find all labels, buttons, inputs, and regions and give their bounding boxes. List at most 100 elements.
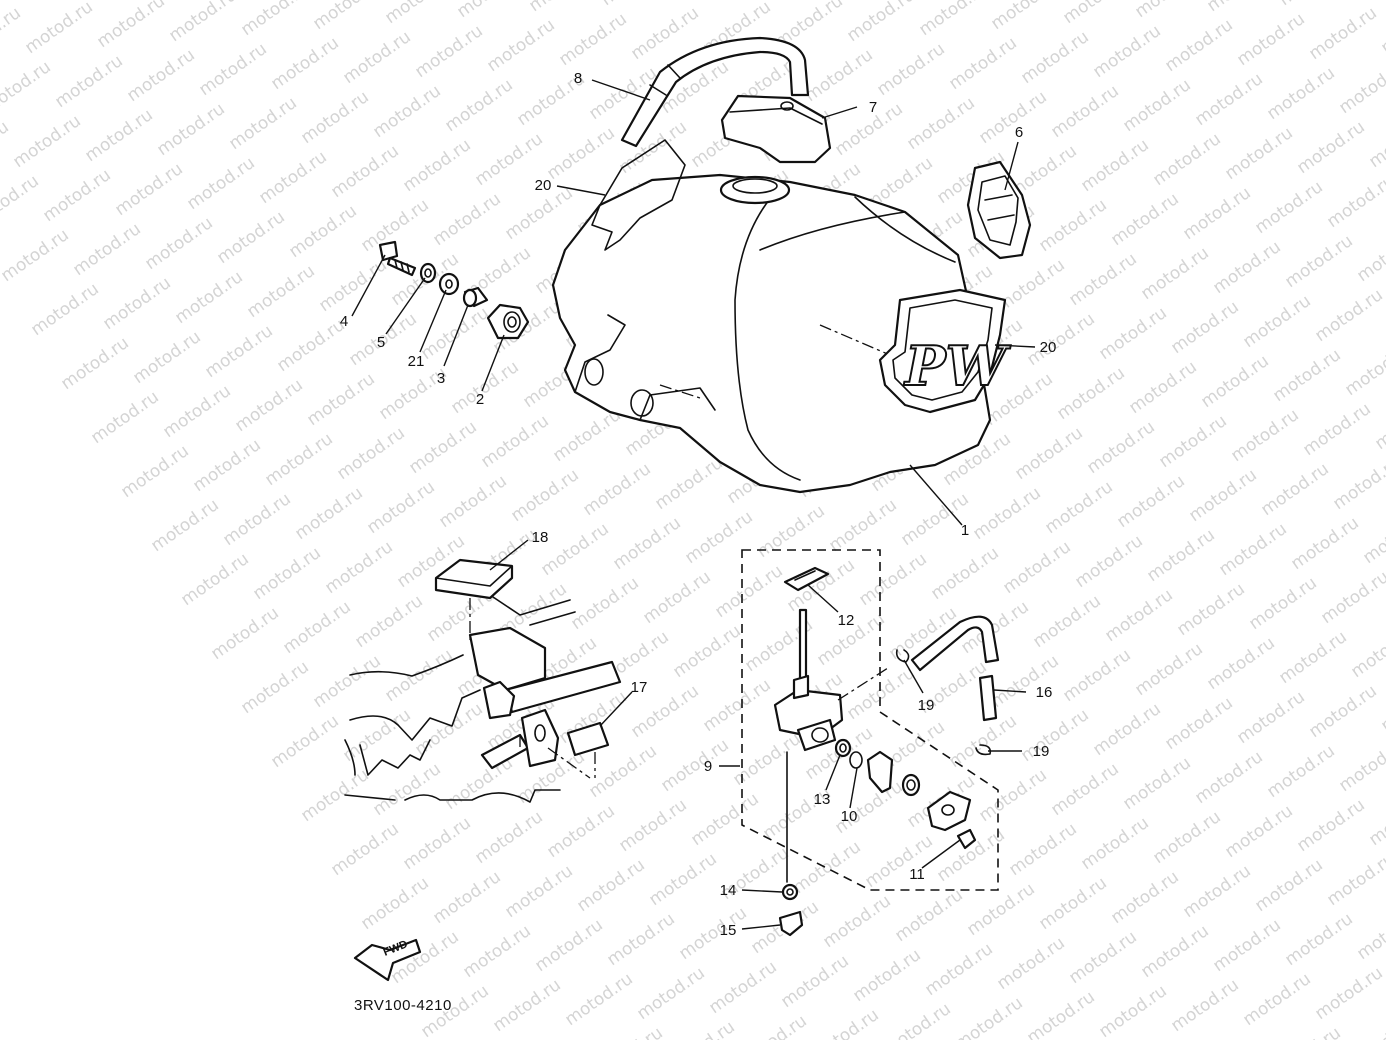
watermark-text: motod.ru <box>807 1005 882 1040</box>
watermark-text: motod.ru <box>327 819 402 880</box>
callout-8: 8 <box>574 70 582 87</box>
watermark-text: motod.ru <box>1245 573 1320 634</box>
fuel-cap <box>720 94 832 164</box>
watermark-text: motod.ru <box>729 729 804 790</box>
callout-1: 1 <box>961 522 969 539</box>
watermark-text: motod.ru <box>0 3 25 64</box>
watermark-text: motod.ru <box>711 561 786 622</box>
watermark-text: motod.ru <box>753 501 828 562</box>
watermark-text: motod.ru <box>1359 507 1386 568</box>
watermark-text: motod.ru <box>297 765 372 826</box>
watermark-text: motod.ru <box>39 165 114 226</box>
watermark-text: motod.ru <box>249 543 324 604</box>
callout-2: 2 <box>476 391 484 408</box>
callout-9: 9 <box>704 758 712 775</box>
fuel-cock-assembly <box>741 549 999 937</box>
watermark-text: motod.ru <box>921 939 996 1000</box>
watermark-text: motod.ru <box>579 459 654 520</box>
watermark-text: motod.ru <box>1191 747 1266 808</box>
watermark-text: motod.ru <box>1323 849 1386 910</box>
watermark-text: motod.ru <box>147 495 222 556</box>
watermark-text: motod.ru <box>1305 3 1380 64</box>
watermark-text: motod.ru <box>99 273 174 334</box>
watermark-text: motod.ru <box>441 75 516 136</box>
watermark-text: motod.ru <box>0 57 55 118</box>
watermark-text: motod.ru <box>9 111 84 172</box>
watermark-text: motod.ru <box>561 969 636 1030</box>
watermark-text: motod.ru <box>1041 477 1116 538</box>
watermark-text: motod.ru <box>531 915 606 976</box>
watermark-text: motod.ru <box>435 471 510 532</box>
callout-17: 17 <box>631 679 648 696</box>
callout-18: 18 <box>532 529 549 546</box>
watermark-text: motod.ru <box>129 327 204 388</box>
watermark-text: motod.ru <box>1143 525 1218 586</box>
watermark-text: motod.ru <box>0 0 67 4</box>
callout-20-upper: 20 <box>535 177 552 194</box>
watermark-text: motod.ru <box>1023 309 1098 370</box>
watermark-text: motod.ru <box>855 549 930 610</box>
watermark-text: motod.ru <box>0 171 43 232</box>
watermark-text: motod.ru <box>1149 807 1224 868</box>
watermark-text: motod.ru <box>339 705 414 766</box>
watermark-text: motod.ru <box>597 0 672 10</box>
watermark-text: motod.ru <box>1239 969 1314 1030</box>
watermark-text: motod.ru <box>1161 15 1236 76</box>
watermark-text: motod.ru <box>441 753 516 814</box>
watermark-text: motod.ru <box>195 39 270 100</box>
watermark-text: motod.ru <box>1275 627 1350 688</box>
watermark-text: motod.ru <box>975 87 1050 148</box>
watermark-text: motod.ru <box>1341 1017 1386 1040</box>
watermark-text: motod.ru <box>1281 909 1356 970</box>
watermark-text: motod.ru <box>57 333 132 394</box>
watermark-text: motod.ru <box>639 567 714 628</box>
watermark-text: motod.ru <box>1119 75 1194 136</box>
watermark-text: motod.ru <box>681 507 756 568</box>
watermark-text: motod.ru <box>1287 513 1362 574</box>
callout-7: 7 <box>869 99 877 116</box>
watermark-text: motod.ru <box>555 9 630 70</box>
watermark-text: motod.ru <box>1215 519 1290 580</box>
watermark-text: motod.ru <box>123 45 198 106</box>
watermark-text: motod.ru <box>309 651 384 712</box>
watermark-text: motod.ru <box>267 33 342 94</box>
watermark-text: motod.ru <box>321 537 396 598</box>
watermark-text: motod.ru <box>201 321 276 382</box>
watermark-text: motod.ru <box>225 93 300 154</box>
watermark-text: motod.ru <box>303 369 378 430</box>
watermark-text: motod.ru <box>429 867 504 928</box>
watermark-text: motod.ru <box>333 423 408 484</box>
watermark-text: motod.ru <box>447 357 522 418</box>
watermark-text: motod.ru <box>567 573 642 634</box>
watermark-text: motod.ru <box>1305 681 1380 742</box>
watermark-text: motod.ru <box>1227 405 1302 466</box>
watermark-text: motod.ru <box>483 15 558 76</box>
watermark-text: motod.ru <box>1089 21 1164 82</box>
watermark-text: motod.ru <box>1095 303 1170 364</box>
watermark-text: motod.ru <box>633 963 708 1024</box>
callout-11: 11 <box>909 866 925 883</box>
watermark-text: motod.ru <box>651 453 726 514</box>
watermark-text: motod.ru <box>297 87 372 148</box>
callouts: 1 2 3 4 5 6 7 8 9 10 11 12 13 14 15 16 1… <box>340 70 1057 939</box>
watermark-text: motod.ru <box>291 483 366 544</box>
watermark-text: motod.ru <box>369 81 444 142</box>
watermark-text: motod.ru <box>1185 465 1260 526</box>
watermark-text: motod.ru <box>1209 915 1284 976</box>
watermark-text: motod.ru <box>165 0 240 46</box>
watermark-text: motod.ru <box>1203 0 1278 16</box>
watermark-text: motod.ru <box>27 279 102 340</box>
watermark-text: motod.ru <box>819 891 894 952</box>
watermark-text: motod.ru <box>213 207 288 268</box>
watermark-text: motod.ru <box>699 675 774 736</box>
watermark-text: motod.ru <box>309 0 384 34</box>
watermark-text: motod.ru <box>477 411 552 472</box>
watermark-text: motod.ru <box>1197 351 1272 412</box>
watermark-text: motod.ru <box>609 513 684 574</box>
watermark-text: motod.ru <box>339 27 414 88</box>
watermark-text: motod.ru <box>1233 687 1308 748</box>
watermark-text: motod.ru <box>183 153 258 214</box>
watermark-text: motod.ru <box>69 219 144 280</box>
watermark-text: motod.ru <box>963 879 1038 940</box>
watermark-text: motod.ru <box>891 885 966 946</box>
